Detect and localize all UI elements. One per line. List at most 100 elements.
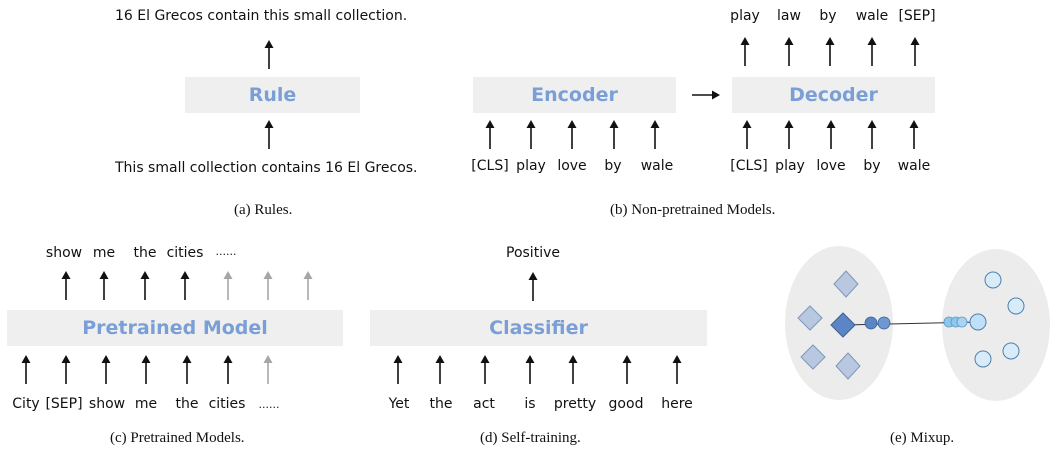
arrow-up-icon xyxy=(478,355,492,385)
caption-c: (c) Pretrained Models. xyxy=(110,430,245,446)
arrow-up-icon xyxy=(139,355,153,385)
faded-arrow-up-icon xyxy=(301,271,315,301)
arrow-up-icon xyxy=(433,355,447,385)
arrow-up-icon xyxy=(865,37,879,67)
arrow-up-icon xyxy=(865,120,879,150)
decoder-output-token: by xyxy=(819,8,837,24)
encoder-input-token: [CLS] xyxy=(471,158,509,174)
decoder-box: Decoder xyxy=(732,77,935,113)
arrow-up-icon xyxy=(262,40,276,70)
pretrained-output-token: show xyxy=(45,245,83,261)
encoder-input-token: wale xyxy=(640,158,674,174)
diamond-sample-icon xyxy=(833,270,859,298)
caption-b: (b) Non-pretrained Models. xyxy=(610,202,776,218)
pretrained-output-token: ...... xyxy=(215,245,237,258)
classifier-input-token: the xyxy=(429,396,453,412)
arrow-up-icon xyxy=(823,37,837,67)
arrow-up-icon xyxy=(620,355,634,385)
arrow-up-icon xyxy=(907,120,921,150)
arrow-up-icon xyxy=(391,355,405,385)
faded-arrow-up-icon xyxy=(261,355,275,385)
arrow-up-icon xyxy=(483,120,497,150)
circle-sample-icon xyxy=(1002,342,1020,360)
classifier-input-token: pretty xyxy=(553,396,597,412)
classifier-input-token: is xyxy=(524,396,536,412)
arrow-up-icon xyxy=(648,120,662,150)
arrow-up-icon xyxy=(824,120,838,150)
arrow-up-icon xyxy=(221,355,235,385)
pretrained-input-token: cities xyxy=(208,396,246,412)
arrow-up-icon xyxy=(99,355,113,385)
circle-sample-icon xyxy=(1007,297,1025,315)
arrow-up-icon xyxy=(180,355,194,385)
encoder-input-token: love xyxy=(557,158,587,174)
arrow-up-icon xyxy=(782,37,796,67)
arrow-right-icon xyxy=(690,80,720,110)
anchor-circle-icon xyxy=(969,313,987,331)
rule-box: Rule xyxy=(185,77,360,113)
classifier-output-label: Positive xyxy=(506,245,560,261)
decoder-input-token: [CLS] xyxy=(730,158,768,174)
decoder-output-token: play xyxy=(730,8,760,24)
arrow-up-icon xyxy=(740,120,754,150)
encoder-input-token: play xyxy=(516,158,546,174)
faded-arrow-up-icon xyxy=(221,271,235,301)
arrow-up-icon xyxy=(523,355,537,385)
pretrained-input-token: show xyxy=(88,396,126,412)
pretrained-output-token: cities xyxy=(166,245,204,261)
classifier-box: Classifier xyxy=(370,310,707,346)
classifier-input-token: Yet xyxy=(388,396,410,412)
right-cluster-ellipse xyxy=(942,249,1050,401)
arrow-up-icon xyxy=(670,355,684,385)
arrow-up-icon xyxy=(908,37,922,67)
arrow-up-icon xyxy=(738,37,752,67)
pretrained-input-token: me xyxy=(134,396,158,412)
mixed-sample-icon xyxy=(877,316,891,330)
arrow-up-icon xyxy=(19,355,33,385)
caption-d: (d) Self-training. xyxy=(480,430,581,446)
arrow-up-icon xyxy=(607,120,621,150)
caption-e: (e) Mixup. xyxy=(890,430,955,446)
rule-input-sentence: This small collection contains 16 El Gre… xyxy=(115,160,418,176)
decoder-input-token: love xyxy=(816,158,846,174)
classifier-input-token: here xyxy=(661,396,693,412)
encoder-box: Encoder xyxy=(473,77,676,113)
pretrained-input-token: ...... xyxy=(258,398,280,411)
caption-a: (a) Rules. xyxy=(234,202,293,218)
diamond-sample-icon xyxy=(800,344,826,370)
circle-sample-icon xyxy=(984,271,1002,289)
diamond-sample-icon xyxy=(835,352,861,380)
encoder-input-token: by xyxy=(604,158,622,174)
arrow-up-icon xyxy=(97,271,111,301)
arrow-up-icon xyxy=(782,120,796,150)
classifier-input-token: act xyxy=(473,396,495,412)
arrow-up-icon xyxy=(178,271,192,301)
arrow-up-icon xyxy=(59,271,73,301)
anchor-diamond-icon xyxy=(830,312,856,338)
pretrained-input-token: the xyxy=(175,396,199,412)
diamond-sample-icon xyxy=(797,305,823,331)
pretrained-model-box: Pretrained Model xyxy=(7,310,343,346)
decoder-input-token: wale xyxy=(897,158,931,174)
pretrained-output-token: me xyxy=(92,245,116,261)
rule-output-sentence: 16 El Grecos contain this small collecti… xyxy=(115,8,408,24)
classifier-input-token: good xyxy=(608,396,644,412)
arrow-up-icon xyxy=(59,355,73,385)
mixed-sample-icon xyxy=(956,316,968,328)
decoder-output-token: [SEP] xyxy=(898,8,936,24)
pretrained-input-token: [SEP] xyxy=(45,396,83,412)
arrow-up-icon xyxy=(524,120,538,150)
decoder-input-token: by xyxy=(863,158,881,174)
arrow-up-icon xyxy=(566,355,580,385)
arrow-up-icon xyxy=(565,120,579,150)
arrow-up-icon xyxy=(526,272,540,302)
decoder-output-token: law xyxy=(777,8,801,24)
pretrained-input-token: City xyxy=(12,396,40,412)
mixed-sample-icon xyxy=(864,316,878,330)
decoder-input-token: play xyxy=(775,158,805,174)
pretrained-output-token: the xyxy=(133,245,157,261)
faded-arrow-up-icon xyxy=(261,271,275,301)
decoder-output-token: wale xyxy=(855,8,889,24)
arrow-up-icon xyxy=(138,271,152,301)
